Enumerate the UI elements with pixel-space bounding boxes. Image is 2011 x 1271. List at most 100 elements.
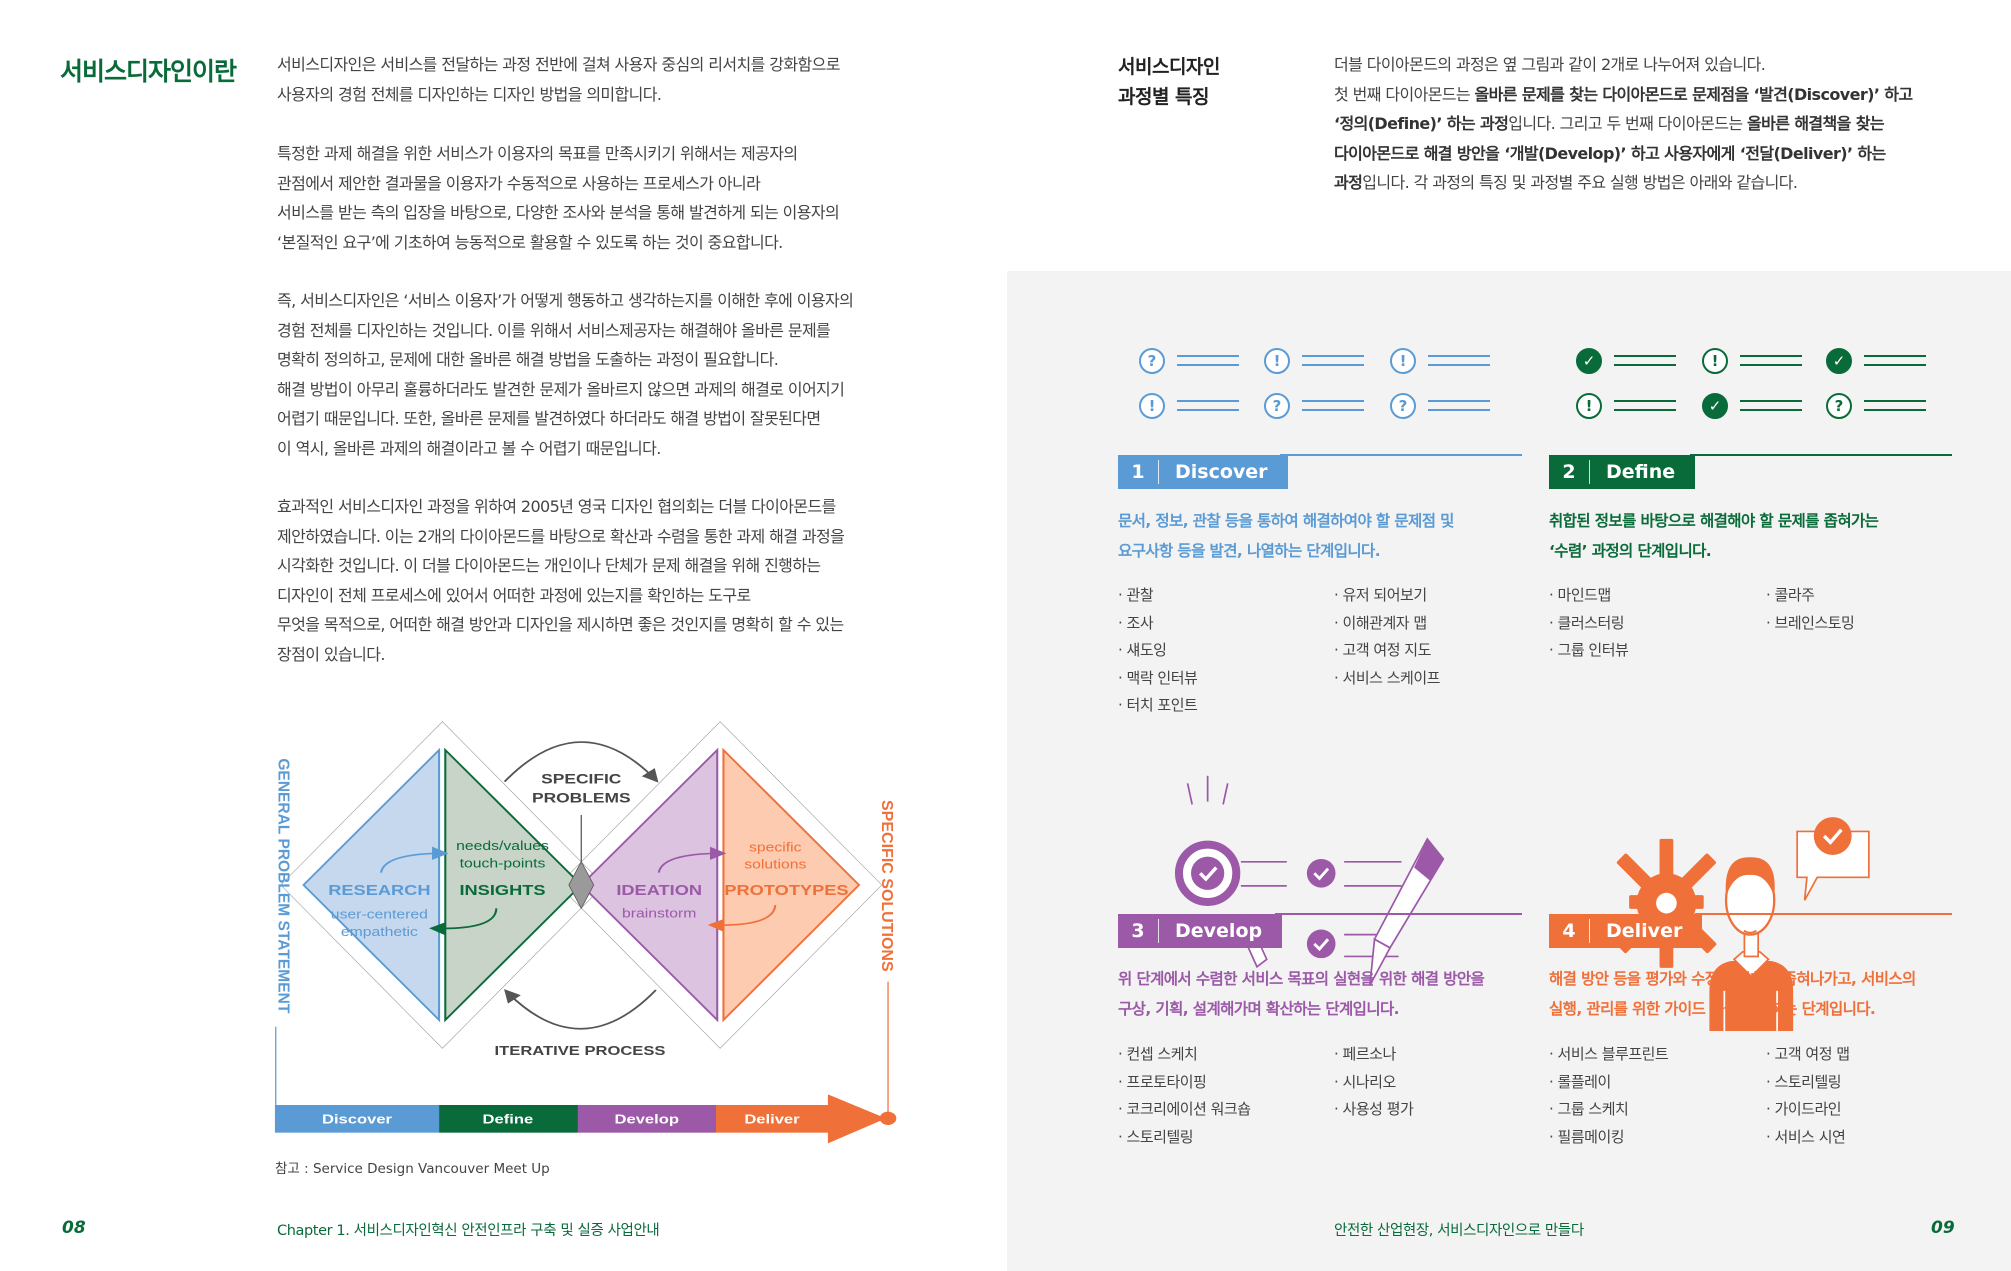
divider (1695, 913, 1952, 915)
prototypes-sub-2: solutions (744, 858, 806, 872)
text-line: 문서, 정보, 관찰 등을 통하여 해결하여야 할 문제점 및 (1118, 512, 1454, 530)
exclamation-circle-icon: ! (1576, 393, 1602, 419)
insights-sub-2: touch-points (460, 857, 546, 871)
book-footer: 안전한 산업현장, 서비스디자인으로 만들다 (1334, 1223, 1584, 1239)
list-item: 고객 여정 맵 (1766, 1041, 1851, 1069)
text-line: 구상, 기획, 설계해가며 확산하는 단계입니다. (1118, 999, 1400, 1018)
phase-label-discover: Discover (322, 1112, 392, 1127)
placeholder-lines (1428, 355, 1490, 366)
list-item: 맥락 인터뷰 (1118, 665, 1198, 693)
illustrations (1174, 775, 1870, 1031)
chapter-footer: Chapter 1. 서비스디자인혁신 안전인프라 구축 및 실증 사업안내 (277, 1223, 660, 1239)
research-sub-1: user-centered (331, 908, 428, 922)
stage-name: Deliver (1606, 920, 1683, 942)
right-diamond-outline (558, 721, 883, 1049)
list-item: 코크리에이션 워크숍 (1118, 1096, 1251, 1124)
exclamation-circle-icon: ! (1139, 393, 1165, 419)
text-line: 첫 번째 다이아몬드는 올바른 문제를 찾는 다이아몬드로 문제점을 ‘발견(D… (1334, 80, 1913, 110)
list-item: 콜라주 (1766, 582, 1854, 610)
question-circle-icon: ? (1390, 393, 1416, 419)
list-item: 컨셉 스케치 (1118, 1041, 1251, 1069)
title-line: 서비스디자인 (1118, 56, 1220, 78)
text-line: 디자인이 전체 프로세스에 있어서 어떠한 과정에 있는지를 확인하는 도구로 (277, 585, 751, 605)
list-item: 가이드라인 (1766, 1096, 1850, 1124)
method-list: 콜라주 브레인스토밍 (1766, 582, 1855, 638)
text-line: 제안하였습니다. 이는 2개의 다이아몬드를 바탕으로 확산과 수렴을 통한 과… (277, 526, 845, 546)
list-item: 롤플레이 (1549, 1069, 1668, 1097)
prototypes-label: PROTOTYPES (724, 882, 848, 899)
text-line: 해결 방법이 아무리 훌륭하더라도 발견한 문제가 올바르지 않으면 과제의 해… (277, 379, 845, 399)
method-list: 마인드맵 클러스터링 그룹 인터뷰 (1549, 582, 1629, 665)
page-number-left: 08 (62, 1218, 86, 1238)
phase-label-develop: Develop (615, 1112, 679, 1127)
research-label: RESEARCH (328, 882, 430, 899)
intro-paragraph: 더블 다이아몬드의 과정은 옆 그림과 같이 2개로 나누어져 있습니다. 첫 … (1334, 50, 1913, 198)
placeholder-lines (1864, 400, 1926, 411)
list-item: 유저 되어보기 (1334, 582, 1440, 610)
paragraph-4: 효과적인 서비스디자인 과정을 위하여 2005년 영국 디자인 협의회는 더블… (277, 492, 917, 669)
stage-description: 위 단계에서 수렴한 서비스 목표의 실현을 위한 해결 방안을 구상, 기획,… (1118, 965, 1485, 1024)
stage-number: 1 (1118, 460, 1159, 484)
exclamation-circle-icon: ! (1390, 348, 1416, 374)
stage-number: 2 (1549, 460, 1590, 484)
ideation-triangle (579, 747, 719, 1023)
list-item: 사용성 평가 (1334, 1096, 1414, 1124)
phase-bar-deliver (715, 1105, 829, 1133)
stage-name: Define (1606, 461, 1676, 483)
exclamation-circle-icon: ! (1702, 348, 1728, 374)
text-line: 장점이 있습니다. (277, 644, 385, 664)
list-item: 프로토타이핑 (1118, 1069, 1251, 1097)
list-item: 브레인스토밍 (1766, 610, 1855, 638)
list-item: 클러스터링 (1549, 610, 1628, 638)
placeholder-lines (1740, 355, 1802, 366)
placeholder-lines (1614, 400, 1676, 411)
method-list: 페르소나 시나리오 사용성 평가 (1334, 1041, 1414, 1124)
list-item: 조사 (1118, 610, 1197, 638)
text-line: ‘수렴’ 과정의 단계입니다. (1549, 541, 1712, 560)
title-line: 과정별 특징 (1118, 86, 1210, 108)
text-span: 입니다. 각 과정의 특징 및 과정별 주요 실행 방법은 아래와 같습니다. (1362, 173, 1798, 192)
text-line: 어렵기 때문입니다. 또한, 올바른 문제를 발견하였다 하더라도 해결 방법이… (277, 409, 821, 428)
list-item: 그룹 인터뷰 (1549, 637, 1629, 665)
left-axis-label: GENERAL PROBLEM STATEMENT (274, 758, 292, 1013)
list-item: 서비스 시연 (1766, 1124, 1850, 1152)
phase-bar-develop (577, 1105, 716, 1133)
bottom-label: ITERATIVE PROCESS (495, 1043, 666, 1058)
placeholder-lines (1428, 400, 1490, 411)
text-line: 다이아몬드로 해결 방안을 ‘개발(Develop)’ 하고 사용자에게 ‘전달… (1334, 139, 1913, 169)
phase-label-define: Define (483, 1112, 534, 1127)
text-line: 시각화한 것입니다. 이 더블 다이아몬드는 개인이나 단체가 문제 해결을 위… (277, 556, 821, 575)
paragraph-3: 즉, 서비스디자인은 ‘서비스 이용자’가 어떻게 행동하고 생각하는지를 이해… (277, 286, 917, 463)
develop-illustration-icon (1174, 775, 1445, 986)
placeholder-lines (1864, 355, 1926, 366)
question-circle-icon: ? (1139, 348, 1165, 374)
text-line: 관점에서 제안한 결과물을 이용자가 수동적으로 사용하는 프로세스가 아니라 (277, 173, 761, 193)
text-line: 해결 방안 등을 평가와 수정을 통하여 좁혀나가고, 서비스의 (1549, 970, 1916, 988)
placeholder-lines (1740, 400, 1802, 411)
list-item: 필름메이킹 (1549, 1124, 1668, 1152)
method-list: 관찰 조사 섀도잉 맥락 인터뷰 터치 포인트 (1118, 582, 1198, 720)
text-line: 과정입니다. 각 과정의 특징 및 과정별 주요 실행 방법은 아래와 같습니다… (1334, 168, 1913, 198)
text-span: 입니다. 그리고 두 번째 다이아몬드는 (1508, 114, 1747, 133)
list-item: 페르소나 (1334, 1041, 1413, 1069)
text-span-bold: 올바른 문제를 찾는 다이아몬드로 문제점을 ‘발견(Discover)’ 하고 (1474, 84, 1914, 104)
prototypes-sub-1: specific (749, 841, 801, 855)
text-line: 취합된 정보를 바탕으로 해결해야 할 문제를 좁혀가는 (1549, 512, 1879, 530)
divider (1275, 913, 1522, 915)
placeholder-lines (1177, 400, 1239, 411)
center-diamond (568, 860, 595, 910)
text-line: 즉, 서비스디자인은 ‘서비스 이용자’가 어떻게 행동하고 생각하는지를 이해… (277, 291, 854, 310)
phase-bar-discover (274, 1105, 440, 1133)
insights-sub-1: needs/values (456, 839, 549, 853)
stage-header-define: 2 Define (1549, 455, 1696, 489)
research-triangle (302, 747, 441, 1023)
ideation-sub-1: brainstorm (622, 907, 696, 921)
phase-label-deliver: Deliver (744, 1112, 799, 1127)
section-title: 서비스디자인이란 (60, 57, 237, 86)
stage-number: 3 (1118, 919, 1159, 943)
text-line: 요구사항 등을 발견, 나열하는 단계입니다. (1118, 541, 1381, 560)
question-circle-icon: ? (1264, 393, 1290, 419)
list-item: 섀도잉 (1118, 637, 1197, 665)
